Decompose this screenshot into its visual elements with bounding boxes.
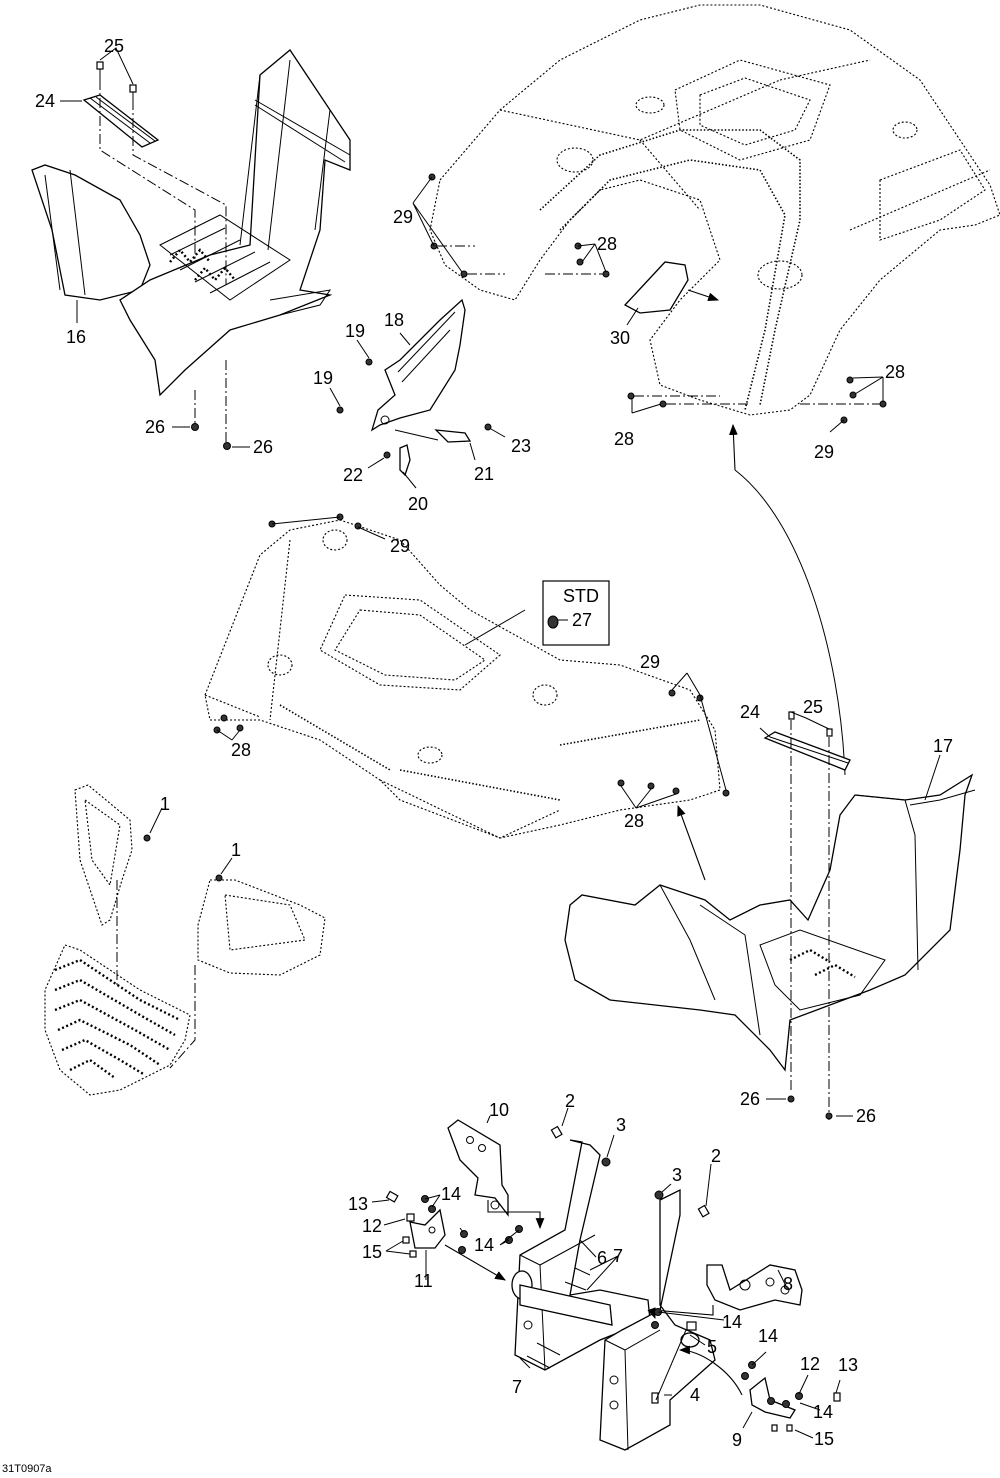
callout-25: 25 <box>104 36 124 56</box>
callout-29: 29 <box>640 652 660 672</box>
headlight-bracket-left-ghost <box>74 784 133 926</box>
step-plate-part-24-left <box>82 94 160 148</box>
cover-part-30 <box>623 261 689 314</box>
step-plate-part-24-right <box>763 731 851 771</box>
callout-17: 17 <box>933 736 953 756</box>
callout-13: 13 <box>348 1194 368 1214</box>
callout-19: 19 <box>313 368 333 388</box>
callout-7: 7 <box>613 1246 623 1266</box>
nut-part-1 <box>215 874 223 882</box>
std-label: STD <box>563 586 599 606</box>
callout-15: 15 <box>814 1429 834 1449</box>
screw-part-23 <box>484 423 492 431</box>
callout-1: 1 <box>231 840 241 860</box>
grommet-part-27 <box>547 615 559 629</box>
callout-25: 25 <box>803 697 823 717</box>
headlight-bracket-right-ghost <box>197 879 326 976</box>
screw-part-29-middle-right <box>668 689 730 797</box>
hardware-bolts <box>385 1125 841 1432</box>
bracket-part-9 <box>749 1376 796 1419</box>
bracket-part-8 <box>706 1264 803 1311</box>
front-fender-assembly-ghost <box>204 519 721 839</box>
callout-14: 14 <box>722 1312 742 1332</box>
callout-7: 7 <box>512 1377 522 1397</box>
callout-13: 13 <box>838 1355 858 1375</box>
callout-19: 19 <box>345 321 365 341</box>
callout-28: 28 <box>624 811 644 831</box>
link-part-20 <box>399 444 411 477</box>
right-footwell-part-17 <box>564 773 976 1072</box>
callout-22: 22 <box>343 465 363 485</box>
bracket-part-11 <box>409 1208 446 1249</box>
callout-12: 12 <box>362 1216 382 1236</box>
callout-21: 21 <box>474 464 494 484</box>
callout-5: 5 <box>707 1337 717 1357</box>
screw-part-19 <box>336 358 373 414</box>
rear-fender-assembly-ghost <box>429 4 1000 416</box>
callout-3: 3 <box>616 1115 626 1135</box>
bracket-part-18 <box>370 298 466 432</box>
nut-part-28-top <box>545 242 610 278</box>
leader-lines <box>60 47 941 1439</box>
callout-24: 24 <box>740 702 760 722</box>
callout-28: 28 <box>885 362 905 382</box>
callout-28: 28 <box>231 740 251 760</box>
callout-29: 29 <box>393 207 413 227</box>
callout-16: 16 <box>66 327 86 347</box>
front-grille-ghost <box>44 944 191 1096</box>
nut-part-26 <box>825 1112 833 1120</box>
std-box: STD 27 <box>542 580 610 646</box>
plate-part-21 <box>434 429 472 443</box>
callout-10: 10 <box>489 1100 509 1120</box>
callout-14: 14 <box>441 1184 461 1204</box>
callout-4: 4 <box>690 1385 700 1405</box>
cross-tube <box>519 1284 700 1348</box>
callout-labels: 25 24 16 26 26 19 19 18 22 20 21 23 29 2… <box>35 36 953 1450</box>
callout-6: 6 <box>597 1248 607 1268</box>
bracket-part-10 <box>447 1119 509 1217</box>
callout-15: 15 <box>362 1242 382 1262</box>
callout-1: 1 <box>160 794 170 814</box>
callout-12: 12 <box>800 1354 820 1374</box>
callout-20: 20 <box>408 494 428 514</box>
callout-26: 26 <box>253 437 273 457</box>
callout-26: 26 <box>145 417 165 437</box>
callout-9: 9 <box>732 1430 742 1450</box>
callout-26: 26 <box>740 1089 760 1109</box>
screw-part-22 <box>383 451 391 459</box>
callout-14: 14 <box>474 1235 494 1255</box>
callout-14: 14 <box>758 1326 778 1346</box>
callout-29: 29 <box>814 442 834 462</box>
screw-part-29-top <box>428 173 505 278</box>
callout-8: 8 <box>783 1274 793 1294</box>
callout-2: 2 <box>565 1091 575 1111</box>
left-footwell-part-16 <box>31 49 351 397</box>
callout-3: 3 <box>672 1165 682 1185</box>
nut-part-28-right <box>627 376 887 424</box>
callout-11: 11 <box>414 1271 433 1291</box>
nut-part-26 <box>191 423 199 431</box>
screw-part-29-middle <box>268 513 362 530</box>
callout-23: 23 <box>511 436 531 456</box>
drawing-code: 31T0907a <box>2 1463 52 1475</box>
callout-2: 2 <box>711 1146 721 1166</box>
nut-part-26 <box>787 1095 795 1103</box>
callout-18: 18 <box>384 310 404 330</box>
nut-part-1 <box>143 834 151 842</box>
callout-28: 28 <box>597 234 617 254</box>
nut-part-26 <box>223 442 231 450</box>
callout-24: 24 <box>35 91 55 111</box>
callout-28: 28 <box>614 429 634 449</box>
callout-26: 26 <box>856 1106 876 1126</box>
bolt-part-25-left <box>96 61 137 100</box>
callout-30: 30 <box>610 328 630 348</box>
callout-14: 14 <box>813 1402 833 1422</box>
callout-27: 27 <box>572 610 592 630</box>
callout-29: 29 <box>390 536 410 556</box>
